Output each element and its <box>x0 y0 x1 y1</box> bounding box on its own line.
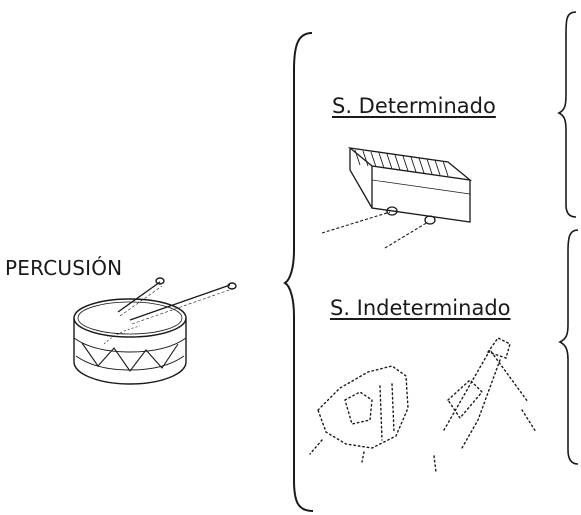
percussion-label: PERCUSIÓN <box>5 256 123 280</box>
determinate-sound-label: S. Determinado <box>332 94 496 118</box>
main-curly-brace <box>283 32 314 512</box>
triangle-and-maracas-icon <box>309 337 537 473</box>
drum-icon <box>73 277 237 385</box>
indeterminate-sound-label: S. Indeterminado <box>330 296 511 320</box>
xylophone-icon <box>321 147 473 249</box>
determinado-brace <box>557 11 577 218</box>
indeterminado-brace <box>558 229 579 465</box>
